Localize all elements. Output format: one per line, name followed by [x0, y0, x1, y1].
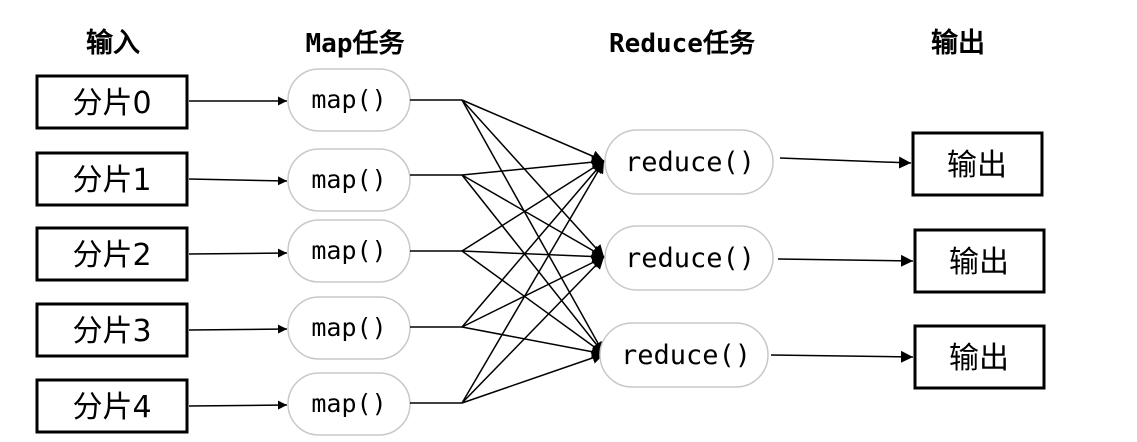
map-node: map(): [287, 372, 411, 436]
shuffle-arrow: [461, 352, 605, 404]
split-label: 分片2: [72, 238, 151, 273]
map-label: map(): [311, 165, 386, 194]
split-label: 分片3: [72, 314, 151, 349]
reduce-label: reduce(): [621, 340, 751, 371]
shuffle-arrow: [461, 326, 605, 358]
split-label: 分片1: [72, 163, 151, 198]
shuffle-arrow: [461, 160, 605, 404]
shuffle-arrow: [461, 99, 605, 258]
shuffle-arrow: [461, 160, 605, 328]
split-label: 分片0: [72, 86, 151, 121]
reduce-node: reduce(): [599, 322, 769, 388]
output-label: 输出: [949, 245, 1009, 280]
map-node: map(): [287, 68, 411, 132]
map-node: map(): [287, 219, 411, 283]
shuffle-arrow: [461, 160, 605, 252]
reduce-to-output-arrow: [777, 254, 914, 267]
output-label: 输出: [947, 148, 1007, 183]
split-label: 分片4: [72, 390, 151, 425]
map-node: map(): [287, 148, 411, 212]
output-node: 输出: [913, 324, 1046, 390]
reduce-node: reduce(): [604, 129, 774, 195]
shuffle-arrow: [461, 99, 605, 162]
output-node: 输出: [913, 228, 1046, 294]
output-node: 输出: [911, 131, 1044, 197]
header-input: 输入: [86, 27, 140, 59]
reduce-label: reduce(): [625, 147, 755, 178]
reduce-to-output-arrow: [779, 156, 912, 169]
split-node: 分片2: [35, 226, 189, 282]
header-map: Map任务: [306, 29, 405, 59]
split-node: 分片4: [35, 378, 189, 434]
header-output: 输出: [931, 27, 985, 59]
map-label: map(): [311, 236, 386, 265]
split-node: 分片0: [35, 74, 189, 130]
shuffle-arrow: [461, 174, 605, 258]
map-label: map(): [311, 85, 386, 114]
map-label: map(): [311, 313, 386, 342]
shuffle-arrow: [461, 250, 605, 263]
split-node: 分片1: [35, 151, 189, 207]
split-node: 分片3: [35, 302, 189, 358]
reduce-label: reduce(): [625, 243, 755, 274]
shuffle-arrow: [461, 99, 605, 355]
shuffle-arrow: [461, 250, 605, 355]
reduce-to-output-arrow: [770, 350, 914, 363]
header-reduce: Reduce任务: [609, 29, 755, 59]
map-node: map(): [287, 296, 411, 360]
shuffle-arrow: [461, 156, 605, 176]
split-to-map-arrow: [188, 176, 288, 186]
split-to-map-arrow: [188, 400, 288, 410]
split-to-map-arrow: [188, 248, 288, 258]
shuffle-arrow: [461, 256, 605, 328]
map-label: map(): [311, 389, 386, 418]
split-to-map-arrow: [188, 324, 288, 334]
shuffle-arrow: [461, 174, 605, 355]
shuffle-arrow: [461, 256, 605, 404]
output-label: 输出: [949, 341, 1009, 376]
shuffle-connections: [461, 99, 605, 404]
reduce-node: reduce(): [604, 225, 774, 291]
